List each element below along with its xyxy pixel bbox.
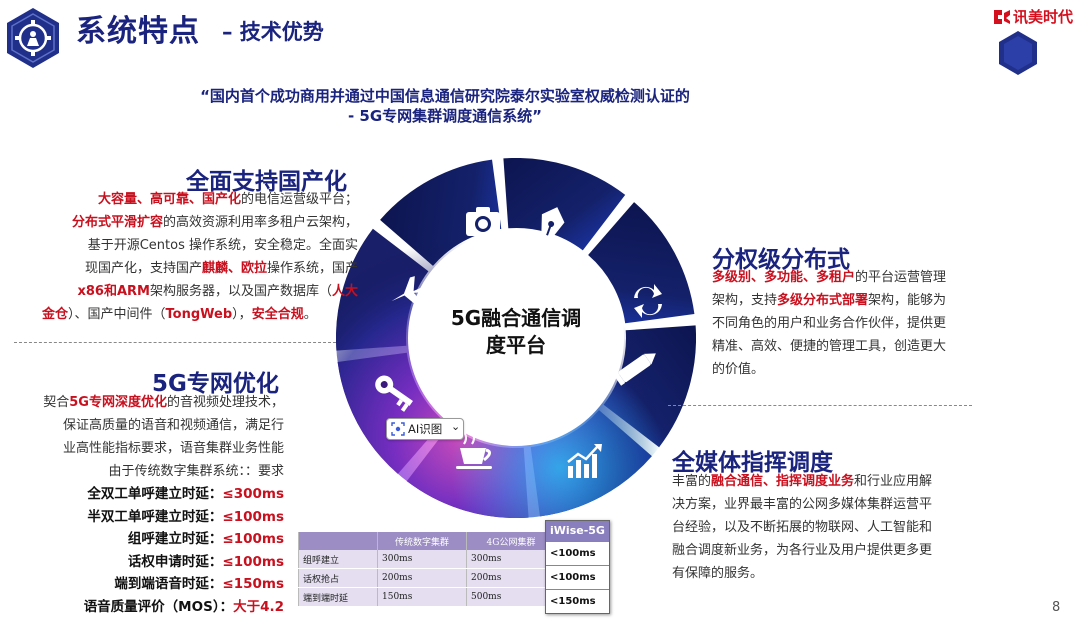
domestic-line-6: 金仓）、国产中间件（TongWeb），安全合规。	[42, 307, 317, 322]
ai-scan-icon	[391, 422, 405, 436]
optimize-line-1: 契合5G专网深度优化的音视频处理技术，	[43, 395, 284, 410]
table-header-cell: 传统数字集群	[377, 532, 467, 550]
camera-icon	[466, 207, 500, 236]
coffee-cup-icon	[456, 431, 492, 469]
latency-item: 端到端语音时延：≤150ms	[20, 573, 284, 596]
domestic-line-1: 大容量、高可靠、国产化的电信运营级平台；	[97, 192, 358, 207]
latency-value: ≤100ms	[222, 553, 284, 570]
brand-mark-icon	[994, 10, 1010, 24]
table-cell: 300ms	[377, 550, 467, 569]
table-row: 端到端时延 150ms 500ms	[298, 587, 555, 607]
optimize-line-2: 保证高质量的语音和视频通信，满足行	[62, 418, 284, 433]
key-icon	[375, 375, 413, 412]
domestic-line-5: x86和ARM架构服务器，以及国产数据库（人大	[77, 284, 358, 299]
iwise-column: iWise-5G <100ms <100ms <150ms	[545, 520, 610, 614]
pencil-icon	[613, 353, 656, 386]
hierarchy-line-4: 精准、高效、便捷的管理工具，创造更大	[712, 339, 947, 354]
hierarchy-line-2: 架构，支持多级分布式部署架构，能够为	[712, 293, 947, 308]
table-header-cell: 4G公网集群	[466, 532, 555, 550]
table-cell: 500ms	[466, 587, 555, 607]
latency-value: ≤100ms	[222, 531, 284, 547]
table-row: 组呼建立 300ms 300ms	[298, 550, 555, 569]
iwise-cell: <100ms	[546, 541, 609, 565]
table-header-row: 传统数字集群 4G公网集群	[298, 532, 555, 550]
section-title-media: 全媒体指挥调度	[672, 450, 833, 476]
table-cell: 组呼建立	[298, 550, 378, 569]
domestic-line-4: 现国产化，支持国产麒麟、欧拉操作系统，国产	[84, 261, 358, 276]
iwise-header: iWise-5G	[546, 521, 609, 541]
section-title-hierarchy: 分权级分布式	[712, 247, 850, 273]
ai-pill-label: AI识图	[408, 422, 443, 436]
platform-ring	[336, 158, 696, 518]
domestic-line-2: 分布式平滑扩容的高效资源利用率多租户云架构，	[71, 215, 358, 230]
table-cell: 200ms	[377, 568, 467, 588]
section-body-media: 丰富的融合通信、指挥调度业务和行业应用解 决方案，业界最丰富的公网多媒体集群运营…	[672, 470, 972, 585]
hierarchy-line-5: 的价值。	[712, 362, 765, 377]
optimize-line-4: 由于传统数字集群系统：：要求	[108, 464, 284, 479]
domestic-line-3: 基于开源Centos 操作系统，安全稳定。全面实	[87, 238, 358, 253]
section-title-domestic: 全面支持国产化	[186, 169, 347, 195]
table-row: 话权抢占 200ms 200ms	[298, 568, 555, 588]
section-title-5g-optimize: 5G专网优化	[152, 371, 279, 397]
latency-value: 大于4.2	[233, 598, 284, 615]
iwise-cell: <150ms	[546, 589, 609, 613]
divider-left	[14, 342, 336, 343]
page-number: 8	[1052, 600, 1061, 615]
logo-hex-icon	[7, 8, 59, 68]
media-line-5: 有保障的服务。	[672, 566, 764, 581]
brand-logo: 讯美时代	[992, 6, 1084, 28]
refresh-icon	[634, 284, 662, 318]
latency-item: 半双工单呼建立时延：≤100ms	[20, 506, 284, 529]
airplane-icon	[391, 276, 435, 307]
table-cell: 300ms	[466, 550, 555, 569]
latency-value: ≤150ms	[222, 576, 284, 592]
chevron-down-icon: ⌄	[451, 420, 461, 433]
latency-label: 话权申请时延：	[127, 553, 223, 570]
pen-nib-icon	[538, 207, 565, 243]
section-body-domestic: 大容量、高可靠、国产化的电信运营级平台； 分布式平滑扩容的高效资源利用率多租户云…	[28, 188, 358, 326]
latency-label: 半双工单呼建立时延：	[87, 508, 223, 525]
hierarchy-line-3: 不同角色的用户和业务合作伙伴，提供更	[712, 316, 947, 331]
section-body-5g-optimize: 契合5G专网深度优化的音视频处理技术， 保证高质量的语音和视频通信，满足行 业高…	[10, 391, 284, 483]
iwise-cell: <100ms	[546, 565, 609, 589]
quote-line-2: - 5G专网集群调度通信系统”	[347, 107, 543, 125]
center-label-line-1: 5G融合通信调	[450, 306, 582, 330]
table-cell: 200ms	[466, 568, 555, 588]
quote-line-1: “国内首个成功商用并通过中国信息通信研究院泰尔实验室权威检测认证的	[200, 87, 690, 105]
certification-quote: “国内首个成功商用并通过中国信息通信研究院泰尔实验室权威检测认证的 - 5G专网…	[160, 86, 730, 126]
center-label-line-2: 度平台	[486, 333, 546, 357]
table-cell: 150ms	[377, 587, 467, 607]
growth-chart-icon	[567, 444, 602, 478]
latency-label: 全双工单呼建立时延：	[87, 486, 223, 502]
table-header-cell	[298, 532, 378, 550]
divider-right	[668, 405, 972, 406]
latency-label: 语音质量评价（MOS）：	[83, 598, 234, 615]
latency-label: 组呼建立时延：	[127, 531, 223, 547]
section-body-hierarchy: 多级别、多功能、多租户的平台运营管理 架构，支持多级分布式部署架构，能够为 不同…	[712, 266, 982, 381]
latency-item: 话权申请时延：≤100ms	[20, 551, 284, 574]
media-line-1: 丰富的融合通信、指挥调度业务和行业应用解	[672, 474, 933, 489]
media-line-3: 台经验，以及不断拓展的物联网、人工智能和	[672, 520, 933, 535]
latency-label: 端到端语音时延：	[114, 576, 223, 592]
optimize-line-3: 业高性能指标要求，语音集群业务性能	[62, 441, 284, 456]
page-title: 系统特点	[76, 14, 200, 49]
latency-item: 组呼建立时延：≤100ms	[20, 528, 284, 551]
page-subtitle: – 技术优势	[222, 20, 324, 44]
table-cell: 端到端时延	[298, 587, 378, 607]
comparison-table: 传统数字集群 4G公网集群 组呼建立 300ms 300ms 话权抢占 200m…	[298, 532, 555, 607]
ai-recognition-button[interactable]: AI识图 ⌄	[386, 418, 464, 440]
hierarchy-line-1: 多级别、多功能、多租户的平台运营管理	[712, 270, 947, 285]
latency-item: 语音质量评价（MOS）：大于4.2	[20, 596, 284, 619]
media-line-4: 融合调度新业务，为各行业及用户提供更多更	[672, 543, 933, 558]
latency-value: ≤100ms	[222, 508, 284, 525]
platform-center-label: 5G融合通信调 度平台	[426, 305, 606, 359]
table-cell: 话权抢占	[298, 568, 378, 588]
brand-hex-icon	[999, 31, 1037, 75]
media-line-2: 决方案，业界最丰富的公网多媒体集群运营平	[672, 497, 933, 512]
latency-value: ≤300ms	[222, 486, 284, 502]
latency-item: 全双工单呼建立时延：≤300ms	[20, 483, 284, 506]
brand-text: 讯美时代	[1013, 8, 1074, 26]
